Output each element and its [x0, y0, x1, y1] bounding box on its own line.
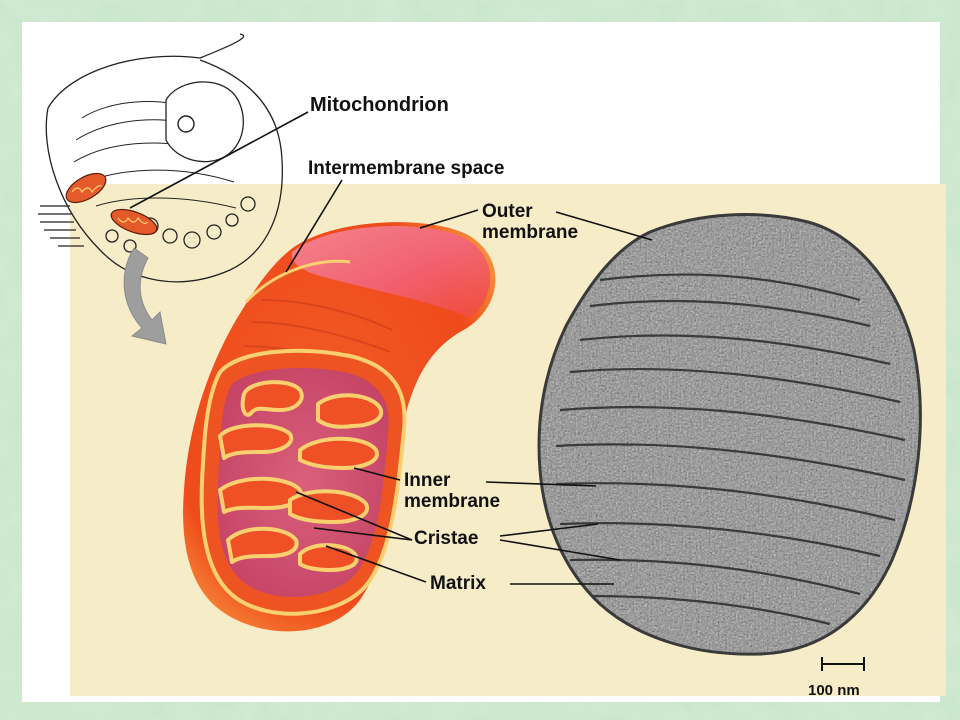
intermembrane-space-label: Intermembrane space — [308, 158, 505, 179]
inner-membrane-label: Inner membrane — [404, 470, 500, 512]
mitochondrion-cutaway — [183, 222, 496, 632]
cristae-label: Cristae — [414, 528, 479, 549]
scale-bar — [821, 657, 865, 671]
inner-membrane-label-line1: Inner — [404, 470, 451, 491]
curved-arrow-icon — [123, 247, 167, 345]
outer-membrane-label-line2: membrane — [482, 222, 579, 243]
electron-micrograph — [537, 213, 922, 656]
scale-bar-label: 100 nm — [808, 682, 860, 699]
outer-membrane-label-line1: Outer — [482, 201, 533, 222]
outer-membrane-label: Outer membrane — [482, 201, 578, 243]
figure-title: Mitochondrion — [310, 94, 449, 116]
matrix-label: Matrix — [430, 573, 486, 594]
leader-lines — [129, 111, 653, 585]
inner-membrane-label-line2: membrane — [404, 491, 501, 512]
cell-mitochondria — [65, 172, 158, 236]
cell-sketch-icon — [38, 33, 283, 283]
